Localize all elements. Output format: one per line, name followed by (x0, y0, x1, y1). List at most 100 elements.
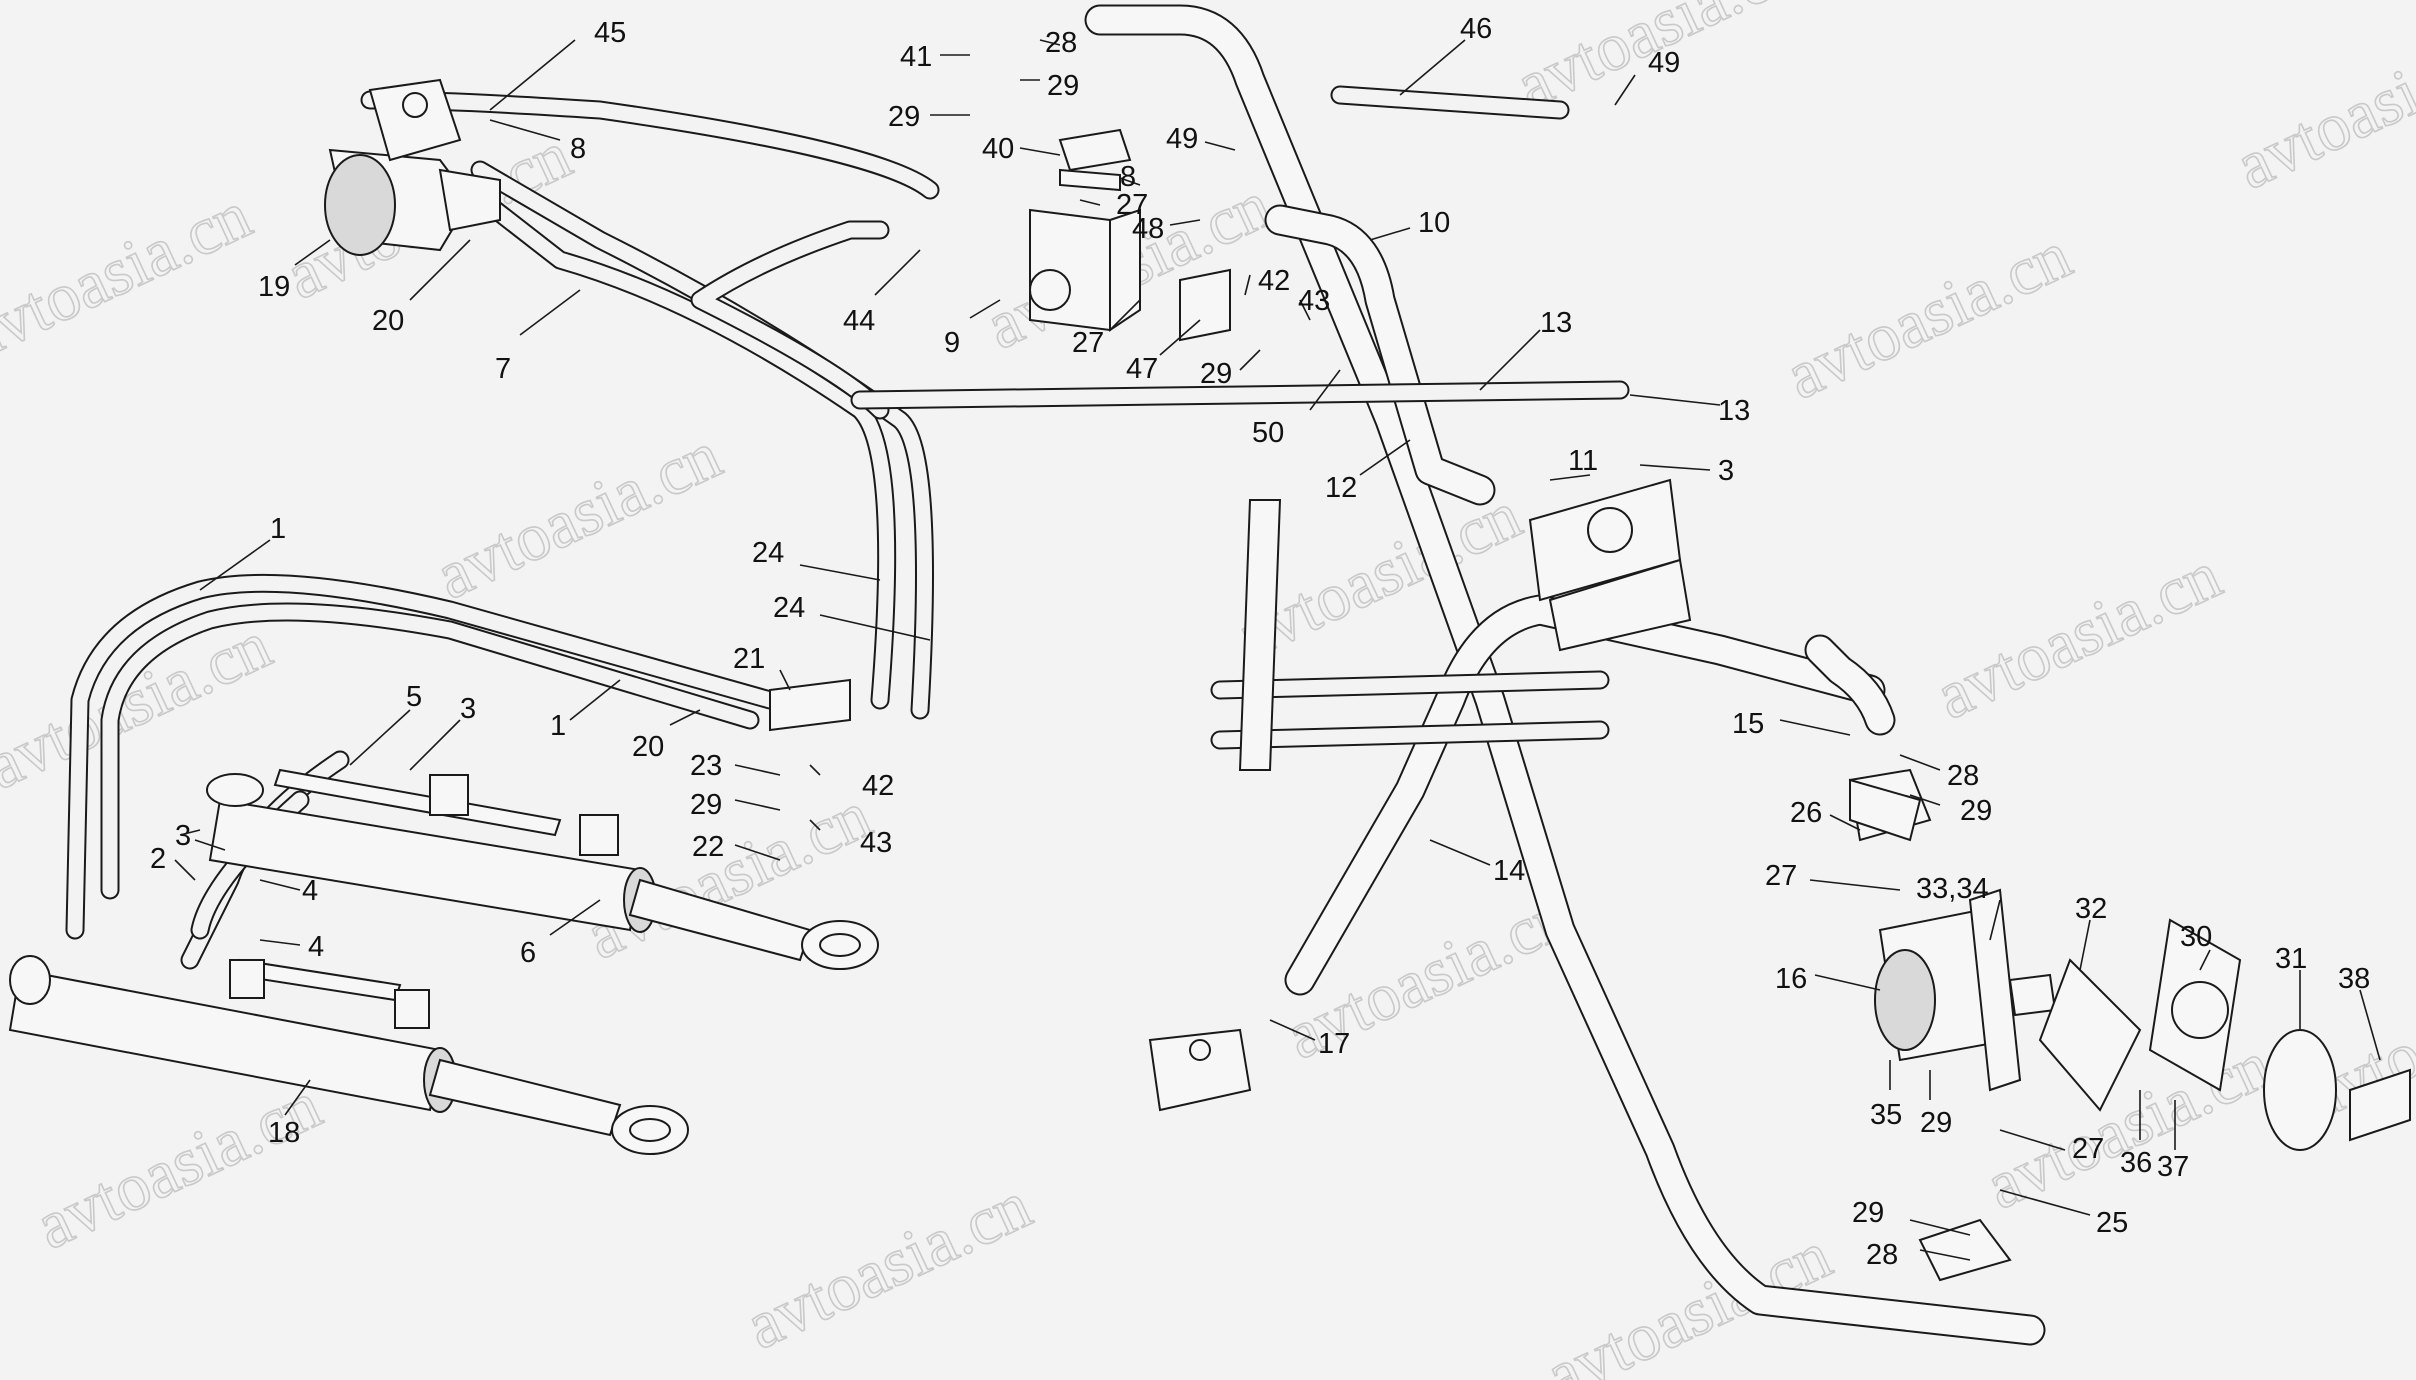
callout-29: 29 (1909, 794, 1992, 827)
svg-text:40: 40 (982, 133, 1014, 165)
svg-text:13: 13 (1718, 395, 1750, 427)
svg-text:30: 30 (2180, 921, 2212, 953)
svg-text:29: 29 (1200, 358, 1232, 390)
callout-33-34: 33,34 (1916, 873, 2001, 941)
callout-13: 13 (1479, 307, 1572, 391)
svg-text:2: 2 (150, 843, 166, 875)
svg-text:29: 29 (1960, 795, 1992, 827)
callout-3: 3 (179, 829, 201, 836)
callout-47: 47 (1126, 319, 1201, 385)
watermark: avtoasia.cn (1924, 536, 2232, 733)
svg-text:37: 37 (2157, 1151, 2189, 1183)
callout-6: 6 (520, 899, 601, 969)
svg-text:16: 16 (1775, 963, 1807, 995)
svg-text:35: 35 (1870, 1099, 1902, 1131)
svg-text:7: 7 (495, 353, 511, 385)
svg-text:41: 41 (900, 41, 932, 73)
svg-text:29: 29 (690, 789, 722, 821)
svg-text:20: 20 (632, 731, 664, 763)
callout-42: 42 (809, 764, 894, 802)
callout-48: 48 (1132, 213, 1201, 245)
callout-22: 22 (692, 831, 781, 863)
svg-text:44: 44 (843, 305, 875, 337)
svg-text:27: 27 (1765, 860, 1797, 892)
callout-19: 19 (258, 239, 331, 303)
watermark: avtoasia.cn (24, 1066, 332, 1263)
svg-text:24: 24 (773, 592, 805, 624)
callout-11: 11 (1549, 445, 1598, 481)
svg-text:22: 22 (692, 831, 724, 863)
callout-27: 27 (1079, 189, 1148, 221)
svg-text:12: 12 (1325, 472, 1357, 504)
svg-text:27: 27 (2072, 1133, 2104, 1165)
callout-27: 27 (1765, 860, 1901, 892)
callout-24: 24 (752, 537, 881, 581)
callout-28: 28 (1039, 27, 1077, 59)
callout-37: 37 (2157, 1100, 2189, 1183)
callout-29: 29 (690, 789, 781, 821)
callout-40: 40 (982, 133, 1061, 165)
svg-text:27: 27 (1116, 189, 1148, 221)
callout-4: 4 (259, 875, 318, 907)
svg-text:28: 28 (1947, 760, 1979, 792)
callout-46: 46 (1399, 13, 1492, 96)
callout-50: 50 (1252, 369, 1341, 449)
svg-text:36: 36 (2120, 1147, 2152, 1179)
callout-layer: 1 1 2 3 3 3 3 4 (150, 13, 2381, 1271)
svg-text:14: 14 (1493, 855, 1525, 887)
svg-text:4: 4 (302, 875, 318, 907)
svg-text:18: 18 (268, 1117, 300, 1149)
callout-1: 1 (199, 513, 286, 591)
svg-text:32: 32 (2075, 893, 2107, 925)
svg-text:1: 1 (270, 513, 286, 545)
svg-text:4: 4 (308, 931, 324, 963)
callout-41: 41 (900, 41, 970, 73)
callout-43: 43 (1298, 285, 1330, 321)
svg-text:15: 15 (1732, 708, 1764, 740)
svg-text:3: 3 (460, 693, 476, 725)
callout-31: 31 (2275, 943, 2307, 1030)
svg-text:1: 1 (550, 710, 566, 742)
svg-text:28: 28 (1045, 27, 1077, 59)
callout-49: 49 (1166, 123, 1236, 155)
svg-text:31: 31 (2275, 943, 2307, 975)
callout-29: 29 (1200, 349, 1261, 390)
svg-text:43: 43 (860, 827, 892, 859)
callout-5: 5 (349, 681, 422, 766)
svg-text:48: 48 (1132, 213, 1164, 245)
callout-15: 15 (1732, 708, 1851, 740)
svg-text:43: 43 (1298, 285, 1330, 317)
callout-43: 43 (809, 819, 892, 859)
callout-25: 25 (1999, 1189, 2128, 1239)
svg-text:17: 17 (1318, 1028, 1350, 1060)
callout-3: 3 (175, 820, 226, 852)
callout-12: 12 (1325, 439, 1411, 504)
steering-cylinder-lower (8, 955, 689, 1155)
callout-8: 8 (489, 119, 586, 165)
watermark: avtoasia.cn (0, 176, 262, 373)
callout-8: 8 (1119, 161, 1141, 193)
svg-text:3: 3 (1718, 455, 1734, 487)
callout-18: 18 (268, 1079, 311, 1149)
steering-unit (324, 78, 501, 256)
callout-35: 35 (1870, 1060, 1902, 1131)
svg-text:29: 29 (888, 101, 920, 133)
callout-1: 1 (550, 679, 621, 742)
callout-23: 23 (690, 750, 781, 782)
svg-text:23: 23 (690, 750, 722, 782)
callout-17: 17 (1269, 1019, 1350, 1060)
callout-38: 38 (2338, 963, 2381, 1061)
svg-text:27: 27 (1072, 327, 1104, 359)
callout-14: 14 (1429, 839, 1525, 887)
svg-text:49: 49 (1648, 47, 1680, 79)
callout-32: 32 (2075, 893, 2107, 971)
callout-21: 21 (733, 643, 791, 691)
callout-49: 49 (1614, 47, 1680, 106)
svg-text:28: 28 (1866, 1239, 1898, 1271)
svg-text:46: 46 (1460, 13, 1492, 45)
svg-text:3: 3 (175, 820, 191, 852)
svg-text:8: 8 (570, 133, 586, 165)
callout-26: 26 (1790, 797, 1861, 831)
